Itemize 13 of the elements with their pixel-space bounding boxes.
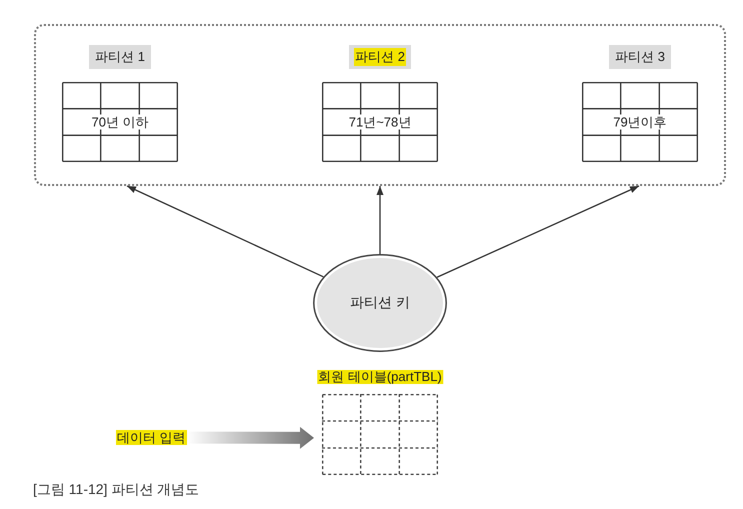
arrow [126,185,324,278]
partition-label: 파티션 2 [349,45,411,69]
partition-label: 파티션 1 [89,45,151,69]
partition-label: 파티션 3 [609,45,671,69]
table-title: 회원 테이블(partTBL) [317,370,443,384]
ellipse-node: 파티션 키 [313,254,447,352]
arrow [436,185,640,278]
figure-caption: [그림 11-12] 파티션 개념도 [33,481,200,498]
arrow [376,186,384,254]
cell-text: 79년이후 [611,114,669,130]
cell-text: 70년 이하 [89,114,151,130]
input-label: 데이터 입력 [116,430,187,445]
dotted-frame [34,24,726,186]
